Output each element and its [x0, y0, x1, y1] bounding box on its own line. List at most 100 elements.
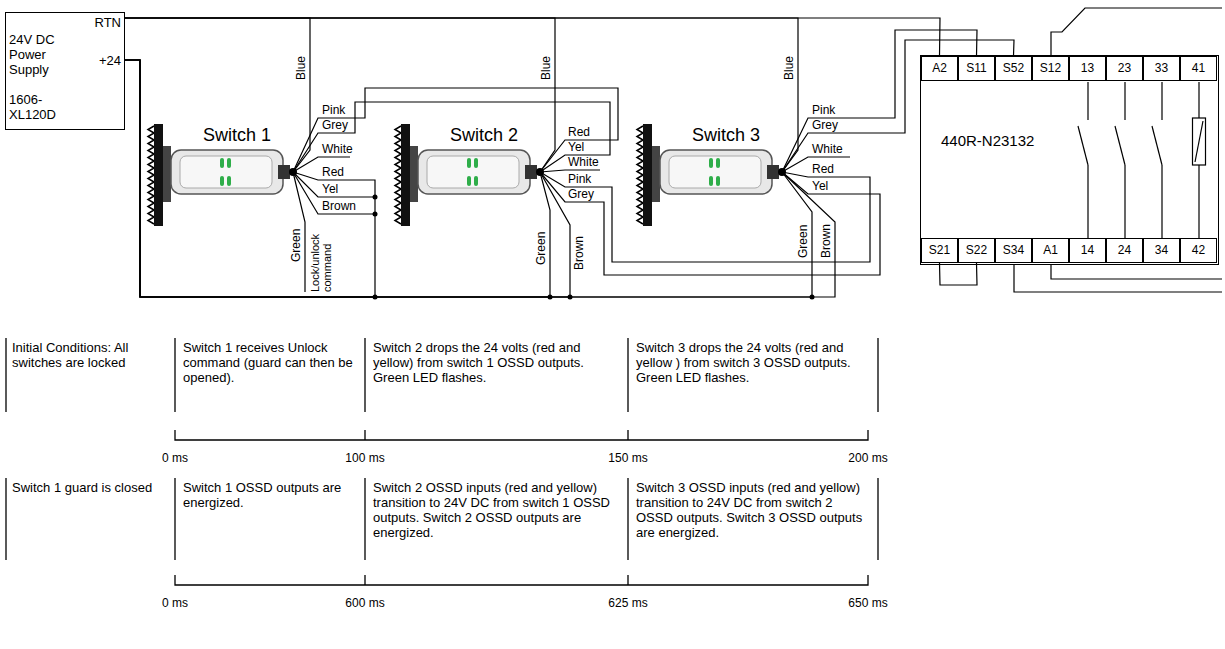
safety-relay: 440R-N23132A2S11S52S1213233341S21S22S34A… [920, 55, 1219, 265]
wire-color-label: Red [568, 126, 590, 139]
label-holder: 100 ms [345, 452, 384, 465]
terminal-label: S34 [996, 239, 1031, 262]
safety-switch: Switch 1 [148, 120, 293, 228]
time-tick-label: 150 ms [608, 452, 647, 465]
wire-color-label: Grey [322, 119, 348, 132]
label-holder: Switch 2 OSSD inputs (red and yellow) tr… [373, 480, 621, 540]
label-holder: Pink [568, 173, 591, 186]
label-holder: Switch 1 OSSD outputs are energized. [183, 480, 358, 510]
label-holder: 150 ms [608, 452, 647, 465]
wire-color-label: Yel [568, 141, 584, 154]
contact-blade [1152, 126, 1162, 165]
relay-terminal: 33 [1143, 56, 1180, 81]
contact-line [1124, 165, 1125, 238]
timeline-note: Initial Conditions: All switches are loc… [12, 340, 170, 370]
label-holder: Green [797, 225, 810, 258]
timeline-note: Switch 3 drops the 24 volts (red and yel… [636, 340, 872, 385]
label-holder: 0 ms [162, 452, 188, 465]
timeline-bar [877, 478, 878, 560]
label-holder: Switch 3 OSSD inputs (red and yellow) tr… [636, 480, 872, 540]
terminal-label: 42 [1181, 239, 1216, 262]
label-holder: Brown [573, 236, 586, 270]
wire-color-label: White [322, 143, 353, 156]
wire-connector [540, 172, 880, 275]
terminal-label: A1 [1033, 239, 1068, 262]
timeline-note: Switch 3 OSSD inputs (red and yellow) tr… [636, 480, 872, 540]
label-holder: Yel [812, 180, 828, 193]
label-holder: 200 ms [848, 452, 887, 465]
label-holder: Blue [783, 56, 796, 80]
relay-terminal: S22 [958, 238, 995, 263]
relay-terminal: 13 [1069, 56, 1106, 81]
terminal-label: S21 [922, 239, 957, 262]
label-holder: Grey [322, 119, 348, 132]
label-holder: White [812, 143, 843, 156]
timeline-bar [5, 338, 6, 412]
wire-connector [125, 18, 940, 56]
contact-blade [1195, 121, 1203, 162]
label-holder: Switch 2 drops the 24 volts (red and yel… [373, 340, 621, 385]
contact-line [1087, 165, 1088, 238]
label-holder: Yel [568, 141, 584, 154]
relay-terminal: 14 [1069, 238, 1106, 263]
label-holder: Pink [812, 104, 835, 117]
wire-color-label: Yel [812, 180, 828, 193]
time-tick-label: 625 ms [608, 597, 647, 610]
wire-lead [540, 170, 600, 172]
node-text: 24V DC Power Supply [9, 32, 79, 77]
timeline-bar [627, 338, 628, 412]
switch-title: Switch 3 [692, 124, 782, 146]
switch-illustration [637, 124, 786, 226]
timeline-note: Switch 2 OSSD inputs (red and yellow) tr… [373, 480, 621, 540]
label-holder: Green [535, 232, 548, 265]
switch-title: Switch 2 [450, 124, 540, 146]
node-text: 1606-XL120D [9, 92, 69, 122]
terminal-label: A2 [922, 57, 957, 80]
timeline-note: Switch 1 receives Unlock command (guard … [183, 340, 358, 385]
wire-connector [293, 88, 618, 172]
label-holder: Switch 1 guard is closed [12, 480, 170, 495]
relay-terminal: A1 [1032, 238, 1069, 263]
contact-blade [1115, 126, 1125, 165]
auxiliary-contact [1193, 118, 1206, 165]
timeline-bar [5, 478, 6, 560]
wire-color-label: Red [322, 166, 344, 179]
wire-connector [125, 60, 375, 297]
relay-terminal: S21 [921, 238, 958, 263]
wire-connector [782, 40, 1014, 172]
timeline-bar [364, 338, 365, 412]
time-tick-label: 0 ms [162, 452, 188, 465]
safety-switch: Switch 3 [637, 120, 782, 228]
label-holder: Pink [322, 104, 345, 117]
terminal-label: S12 [1033, 57, 1068, 80]
time-tick-label: 650 ms [848, 597, 887, 610]
wire-color-label: Grey [568, 188, 594, 201]
reset-wire [1014, 264, 1222, 292]
relay-terminal: 42 [1180, 238, 1217, 263]
wire-color-label: Blue [295, 56, 308, 80]
label-holder: Brown [322, 200, 356, 213]
relay-terminal: S34 [995, 238, 1032, 263]
label-holder: Lock/unlock command [309, 226, 333, 292]
relay-terminal: 41 [1180, 56, 1217, 81]
wire-color-label: Pink [568, 173, 591, 186]
label-holder: Red [322, 166, 344, 179]
time-tick-label: 200 ms [848, 452, 887, 465]
label-holder: 650 ms [848, 597, 887, 610]
wire-connector [125, 60, 570, 297]
timeline-bar [174, 478, 175, 560]
wire-color-label: Brown [820, 224, 833, 258]
wire-color-label: Green [535, 232, 548, 265]
label-holder: Initial Conditions: All switches are loc… [12, 340, 170, 370]
label-holder: White [568, 156, 599, 169]
label-holder: Grey [568, 188, 594, 201]
wire-connector [782, 30, 977, 172]
wire-connector [293, 102, 610, 172]
time-tick-label: 600 ms [345, 597, 384, 610]
signal-note: Lock/unlock command [309, 226, 333, 292]
label-holder: Green [290, 229, 303, 262]
label-holder: Brown [820, 224, 833, 258]
timeline-note: Switch 1 OSSD outputs are energized. [183, 480, 358, 510]
contact-line [1198, 82, 1199, 118]
